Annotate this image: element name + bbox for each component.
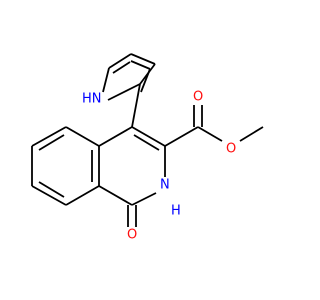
bond-pyrrole-c3-c4 xyxy=(130,53,156,65)
lactam-n-label: N xyxy=(160,178,170,193)
bond-pyrrole-c4-c5 xyxy=(108,53,132,69)
ester-ether-o-label: O xyxy=(226,142,236,157)
bond-pyrrole-c3-c4-double xyxy=(130,60,151,70)
bond-c3-ester-c xyxy=(164,126,199,147)
bond-pyrrole-n-c2 xyxy=(107,83,141,101)
bond-c1-c8a xyxy=(98,185,133,206)
bond-pyrrole-c2-c2double xyxy=(140,68,151,93)
carbonyl-o-label: O xyxy=(127,228,137,243)
molecule-structure-diagram: HN N H O O O xyxy=(31,53,264,243)
bond-n2-c1 xyxy=(131,192,157,206)
bond-pyrrole-to-c4 xyxy=(131,83,141,128)
atom-labels: HN N H O O O xyxy=(82,90,236,243)
benzene-ring xyxy=(31,126,100,206)
bond-c8-c8a xyxy=(65,185,100,206)
ester-carbonyl-o-label: O xyxy=(193,90,203,105)
bond-c7-c8-double xyxy=(38,181,65,198)
bond-pyrrole-c5-c5double xyxy=(112,61,131,74)
bond-ester-o-methyl xyxy=(239,126,264,142)
bond-c4-c3-double xyxy=(133,134,160,151)
pyrrole-nh-label: HN xyxy=(82,92,102,107)
bond-pyrrole-c5-n xyxy=(102,67,110,93)
pyrrole-ring xyxy=(102,53,156,101)
bond-c7-c8 xyxy=(31,185,67,206)
methyl-ester-group xyxy=(164,105,264,147)
bond-c4-c3 xyxy=(131,126,166,147)
lactam-n-h-label: H xyxy=(171,204,181,219)
bond-c5-c6-double xyxy=(38,134,65,151)
bond-ester-c-o-single xyxy=(197,126,223,142)
bond-c4a-c5 xyxy=(65,126,100,147)
bond-c5-c6 xyxy=(31,126,67,147)
pyridinone-ring xyxy=(98,126,166,206)
bond-c4a-c4 xyxy=(98,126,133,147)
